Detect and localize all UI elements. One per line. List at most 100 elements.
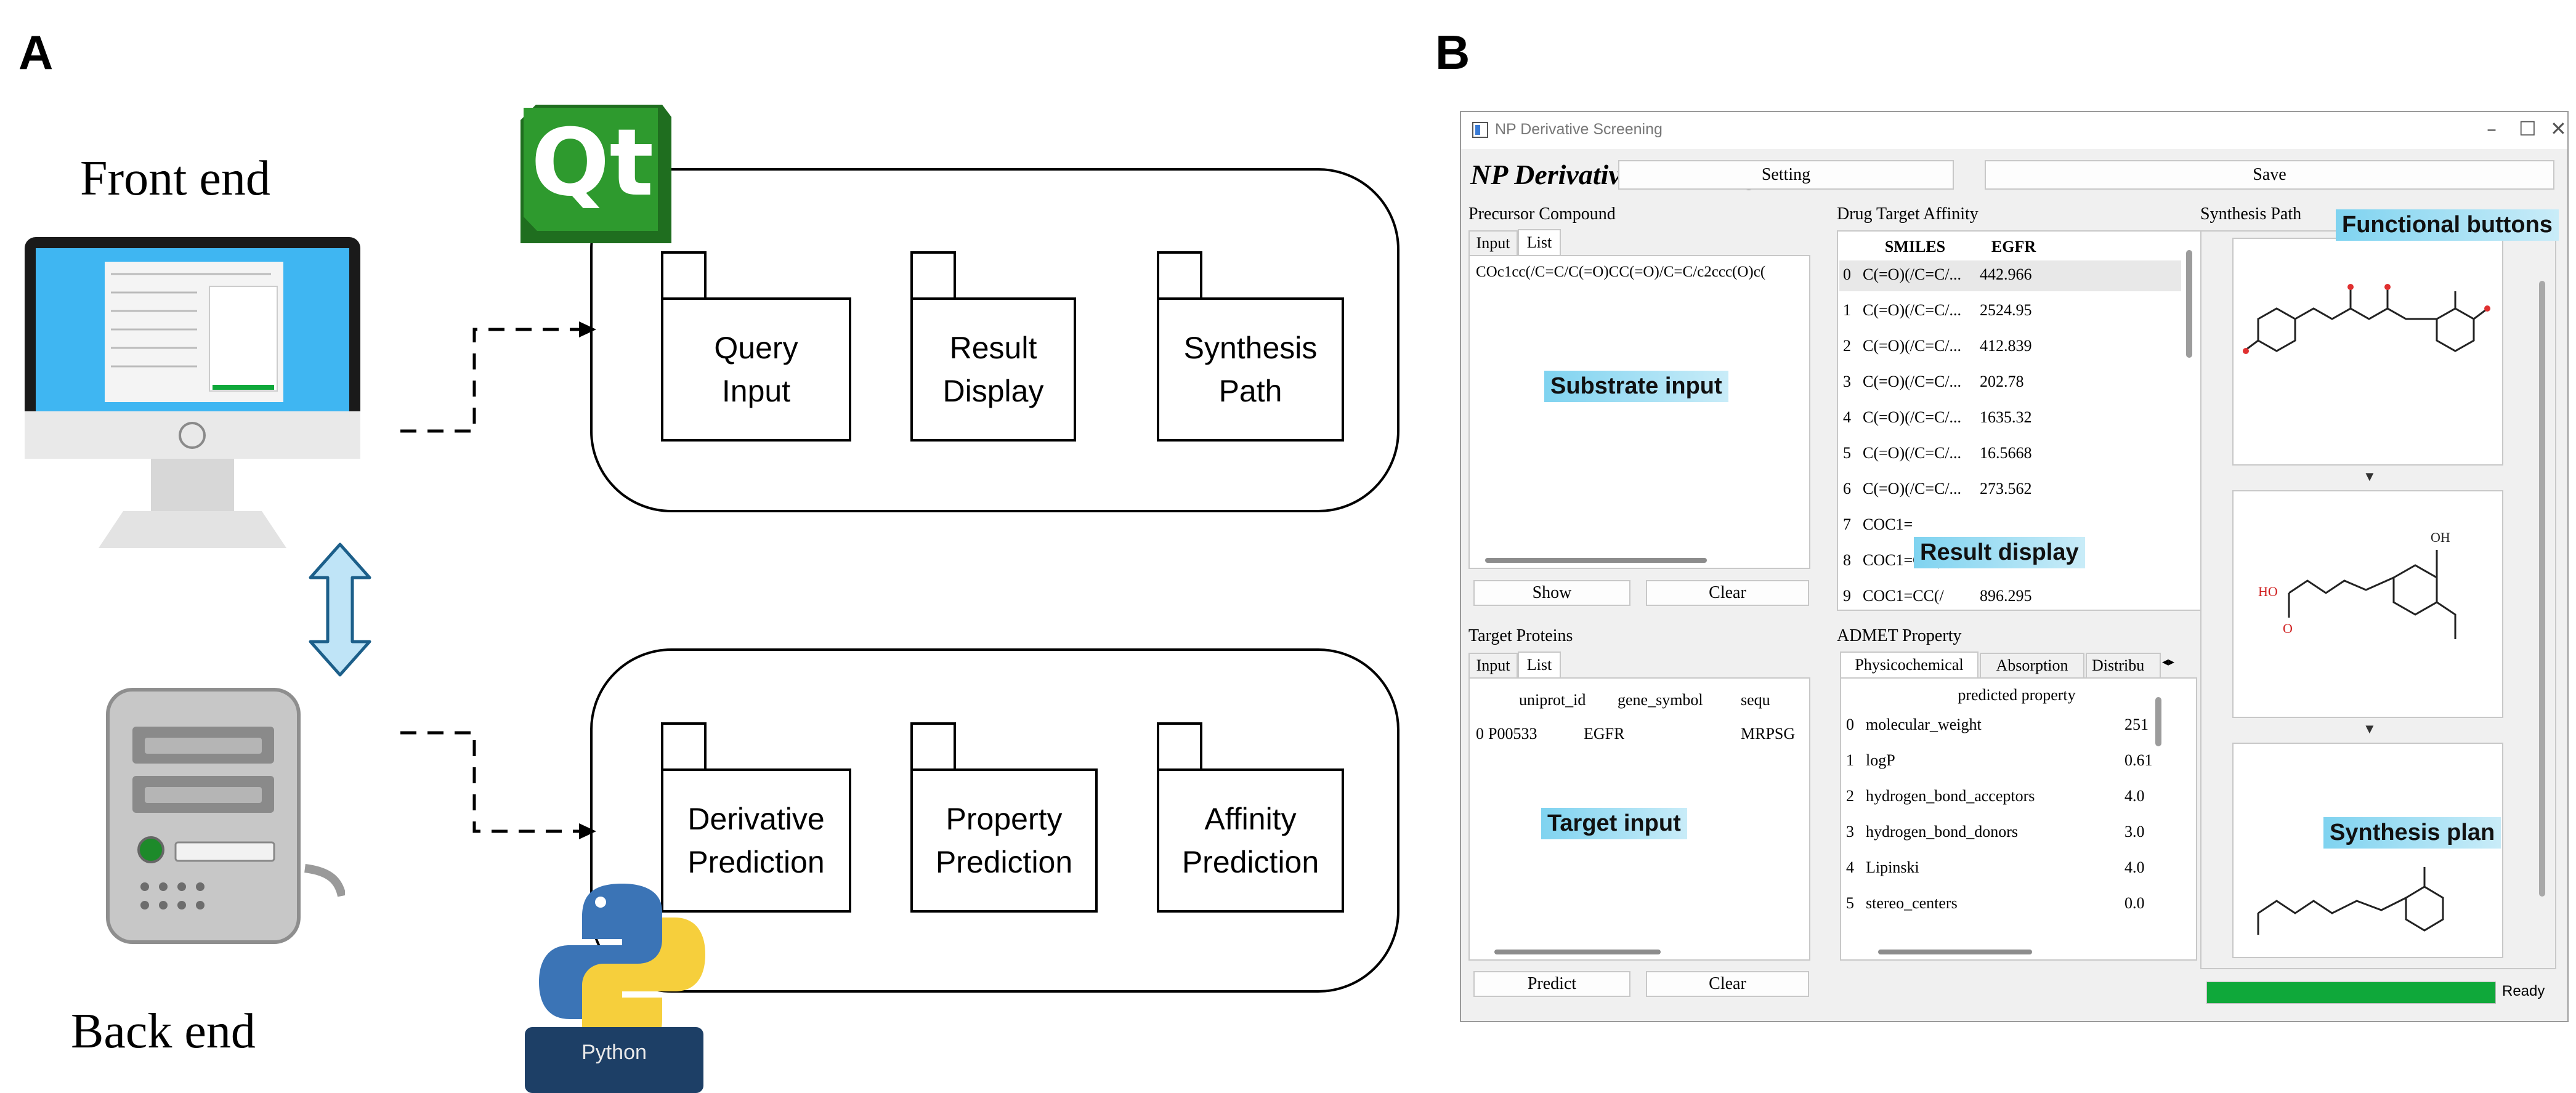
affinity-row-smiles[interactable]: C(=O)(/C=C/... — [1863, 444, 1962, 462]
admet-row-index[interactable]: 0 — [1846, 716, 1854, 733]
window-title: NP Derivative Screening — [1495, 121, 1663, 138]
admet-row-value[interactable]: 0.0 — [2124, 894, 2145, 912]
maximize-icon[interactable]: ☐ — [2519, 117, 2537, 140]
progress-bar — [2206, 982, 2496, 1004]
clear-target-button[interactable]: Clear — [1646, 971, 1809, 997]
admet-row-index[interactable]: 3 — [1846, 823, 1854, 841]
admet-row-name[interactable]: Lipinski — [1866, 858, 1919, 876]
admet-row-value[interactable]: 4.0 — [2124, 858, 2145, 876]
affinity-row-index[interactable]: 3 — [1843, 373, 1851, 390]
minimize-icon[interactable]: – — [2487, 117, 2497, 140]
tab-absorption[interactable]: Absorption — [1980, 653, 2084, 677]
affinity-row-egfr[interactable]: 442.966 — [1980, 265, 2032, 283]
affinity-row-index[interactable]: 9 — [1843, 587, 1851, 605]
callout-functional-buttons: Functional buttons — [2336, 209, 2559, 241]
target-row-gene[interactable]: EGFR — [1584, 725, 1625, 743]
progress-fill — [2207, 982, 2495, 1003]
module-derivative-prediction: Derivative Prediction — [662, 797, 850, 884]
synthesis-scrollbar[interactable] — [2539, 281, 2545, 897]
admet-row-value[interactable]: 3.0 — [2124, 823, 2145, 841]
affinity-row-smiles[interactable]: C(=O)(/C=C/... — [1863, 408, 1962, 426]
admet-row-index[interactable]: 4 — [1846, 858, 1854, 876]
admet-row-name[interactable]: molecular_weight — [1866, 716, 1982, 733]
predict-button[interactable]: Predict — [1473, 971, 1630, 997]
target-row-sequence[interactable]: MRPSG — [1741, 725, 1796, 743]
admet-row-name[interactable]: stereo_centers — [1866, 894, 1958, 912]
module-affinity-prediction: Affinity Prediction — [1158, 797, 1343, 884]
tab-physicochemical[interactable]: Physicochemical — [1840, 651, 1979, 677]
table-row-selected[interactable] — [1839, 260, 2181, 291]
close-icon[interactable]: ✕ — [2550, 117, 2567, 140]
horizontal-scrollbar[interactable] — [1485, 558, 1707, 563]
admet-row-value[interactable]: 251 — [2124, 716, 2149, 733]
affinity-row-index[interactable]: 5 — [1843, 444, 1851, 462]
affinity-row-index[interactable]: 6 — [1843, 480, 1851, 498]
affinity-row-egfr[interactable]: 2524.95 — [1980, 301, 2032, 319]
affinity-row-egfr[interactable]: 202.78 — [1980, 373, 2024, 390]
affinity-row-egfr[interactable]: 16.5668 — [1980, 444, 2032, 462]
admet-row-name[interactable]: logP — [1866, 751, 1895, 769]
admet-row-index[interactable]: 5 — [1846, 894, 1854, 912]
tab-target-list[interactable]: List — [1518, 651, 1561, 677]
vertical-scrollbar[interactable] — [2155, 697, 2161, 746]
affinity-row-index[interactable]: 8 — [1843, 551, 1851, 569]
admet-row-value[interactable]: 4.0 — [2124, 787, 2145, 805]
callout-target-input: Target input — [1541, 808, 1687, 839]
admet-row-name[interactable]: hydrogen_bond_donors — [1866, 823, 2018, 841]
affinity-row-egfr[interactable]: 273.562 — [1980, 480, 2032, 498]
down-arrow-icon: ▼ — [2363, 469, 2376, 484]
frontend-connector — [400, 328, 582, 433]
affinity-row-smiles[interactable]: COC1=CC(/ — [1863, 587, 1944, 605]
affinity-row-smiles[interactable]: C(=O)(/C=C/... — [1863, 301, 1962, 319]
atom-label-o: O — [2283, 621, 2293, 636]
tab-precursor-input[interactable]: Input — [1468, 230, 1518, 255]
synthesis-path-view: ▼ HO O OH ▼ — [2200, 230, 2556, 969]
callout-result-display: Result display — [1914, 537, 2085, 568]
module-label-line: Property — [946, 802, 1063, 836]
admet-section-label: ADMET Property — [1837, 626, 1962, 645]
module-label-line: Display — [942, 374, 1044, 408]
affinity-row-smiles[interactable]: C(=O)(/C=C/... — [1863, 265, 1962, 283]
vertical-scrollbar[interactable] — [2186, 250, 2192, 358]
clear-precursor-button[interactable]: Clear — [1646, 580, 1809, 606]
substrate-input-field[interactable]: COc1cc(/C=C/C(=O)CC(=O)/C=C/c2ccc(O)c( — [1468, 255, 1810, 569]
tab-distribution[interactable]: Distribu — [2086, 653, 2161, 677]
affinity-row-egfr[interactable]: 896.295 — [1980, 587, 2032, 605]
admet-row-index[interactable]: 2 — [1846, 787, 1854, 805]
horizontal-scrollbar[interactable] — [1494, 950, 1661, 954]
affinity-row-smiles[interactable]: C(=O)(/C=C/... — [1863, 480, 1962, 498]
setting-button[interactable]: Setting — [1618, 160, 1954, 190]
affinity-row-smiles[interactable]: C(=O)(/C=C/... — [1863, 337, 1962, 355]
affinity-row-smiles[interactable]: C(=O)(/C=C/... — [1863, 373, 1962, 390]
module-label-line: Synthesis — [1183, 331, 1318, 365]
affinity-row-index[interactable]: 1 — [1843, 301, 1851, 319]
affinity-row-smiles[interactable]: COC1= — [1863, 515, 1913, 533]
admet-row-index[interactable]: 1 — [1846, 751, 1854, 769]
precursor-section-label: Precursor Compound — [1468, 204, 1616, 224]
affinity-row-index[interactable]: 4 — [1843, 408, 1851, 426]
target-row-uniprot[interactable]: P00533 — [1488, 725, 1537, 743]
show-button[interactable]: Show — [1473, 580, 1630, 606]
module-label-line: Prediction — [935, 845, 1073, 879]
target-col-sequence: sequ — [1741, 691, 1770, 709]
affinity-row-index[interactable]: 7 — [1843, 515, 1851, 533]
tab-precursor-list[interactable]: List — [1518, 229, 1561, 255]
target-col-gene: gene_symbol — [1618, 691, 1703, 709]
affinity-row-index[interactable]: 0 — [1843, 265, 1851, 283]
affinity-row-egfr[interactable]: 412.839 — [1980, 337, 2032, 355]
tab-target-input[interactable]: Input — [1468, 653, 1518, 677]
target-section-label: Target Proteins — [1468, 626, 1573, 645]
save-button[interactable]: Save — [1985, 160, 2554, 190]
admet-row-name[interactable]: hydrogen_bond_acceptors — [1866, 787, 2035, 805]
affinity-section-label: Drug Target Affinity — [1837, 204, 1979, 224]
callout-substrate-input: Substrate input — [1544, 371, 1728, 402]
affinity-row-index[interactable]: 2 — [1843, 337, 1851, 355]
bidirectional-arrow-icon — [309, 542, 371, 677]
structure-ferulic-acid: HO O OH — [2232, 490, 2503, 718]
affinity-row-egfr[interactable]: 1635.32 — [1980, 408, 2032, 426]
smiles-text: COc1cc(/C=C/C(=O)CC(=O)/C=C/c2ccc(O)c( — [1476, 264, 1766, 280]
horizontal-scrollbar[interactable] — [1878, 950, 2032, 954]
tab-scroll-arrows-icon[interactable]: ◂▸ — [2162, 655, 2175, 669]
admet-row-value[interactable]: 0.61 — [2124, 751, 2152, 769]
